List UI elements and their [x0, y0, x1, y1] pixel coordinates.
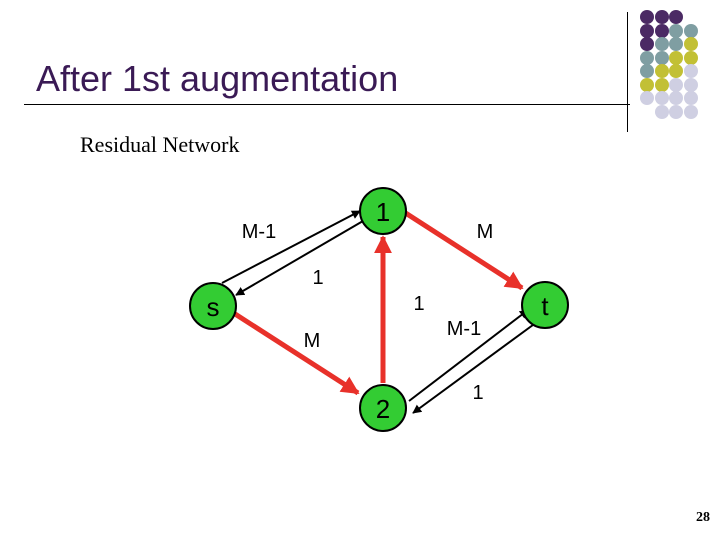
- decorative-dot: [640, 23, 654, 38]
- edge-label-2-t: M-1: [447, 318, 481, 340]
- decorative-dot: [669, 23, 683, 38]
- decorative-dot: [654, 64, 669, 78]
- node-s-label: s: [207, 292, 220, 322]
- decorative-dot: [654, 91, 669, 105]
- node-2-label: 2: [376, 394, 390, 424]
- edge-s-to-1: [221, 210, 361, 284]
- decorative-dot: [640, 91, 654, 105]
- node-t-label: t: [541, 291, 549, 321]
- edge-s-to-2: [230, 309, 360, 396]
- title-vertical-rule: [627, 12, 628, 132]
- decorative-dot: [683, 37, 698, 51]
- decorative-dot: [683, 50, 698, 65]
- decorative-dot: [669, 77, 683, 92]
- edge-label-1-t: M: [477, 221, 494, 243]
- decorative-dot: [654, 37, 669, 51]
- edge-1-to-s: [235, 220, 364, 296]
- edge-1-to-t: [402, 209, 524, 291]
- node-t: t: [521, 281, 569, 329]
- edge-label-t-2: 1: [472, 382, 483, 404]
- decorative-dot: [654, 104, 669, 119]
- decorative-dot: [654, 23, 669, 38]
- decorative-dot: [669, 10, 683, 24]
- decorative-dot: [654, 10, 669, 24]
- title-underline: [24, 104, 630, 105]
- decorative-dot: [669, 64, 683, 78]
- decorative-dot: [640, 64, 654, 78]
- decorative-dot: [669, 50, 683, 65]
- node-1: 1: [359, 187, 407, 235]
- page-number: 28: [696, 510, 710, 525]
- decorative-dot: [683, 104, 698, 119]
- decorative-dot: [640, 10, 654, 24]
- decorative-dot: [669, 104, 683, 119]
- decorative-dot: [683, 91, 698, 105]
- node-s: s: [189, 282, 237, 330]
- edge-2-to-t: [408, 309, 529, 402]
- decorative-dot: [640, 77, 654, 92]
- decorative-dot: [669, 37, 683, 51]
- decorative-dot: [683, 64, 698, 78]
- decorative-dot: [640, 50, 654, 65]
- decorative-dot: [654, 77, 669, 92]
- decorative-dot-grid: [632, 8, 720, 120]
- edge-t-to-2: [412, 321, 538, 414]
- decorative-dot: [669, 91, 683, 105]
- node-1-label: 1: [376, 197, 390, 227]
- decorative-dot: [640, 37, 654, 51]
- decorative-dot: [683, 77, 698, 92]
- edge-label-2-1: 1: [413, 293, 424, 315]
- slide-title: After 1st augmentation: [36, 58, 399, 99]
- slide-subtitle: Residual Network: [80, 132, 240, 157]
- edge-label-s-1: M-1: [242, 221, 276, 243]
- decorative-dot: [683, 23, 698, 38]
- edge-label-s-2: M: [304, 330, 321, 352]
- edge-label-1-s: 1: [312, 267, 323, 289]
- decorative-dot: [654, 50, 669, 65]
- node-2: 2: [359, 384, 407, 432]
